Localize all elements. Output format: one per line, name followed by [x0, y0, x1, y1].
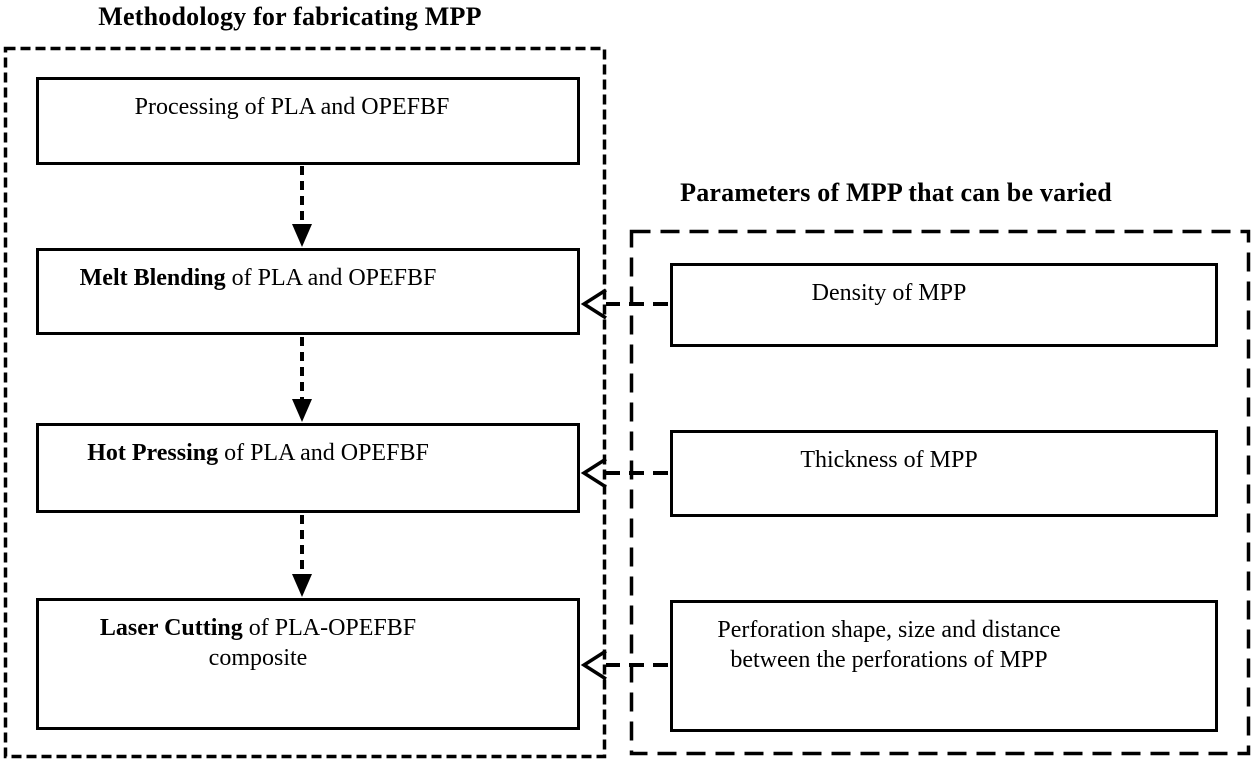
step-hot-pressing-box: Hot Pressing of PLA and OPEFBF	[36, 423, 580, 513]
arrowhead-left-icon	[580, 457, 607, 489]
arrow-processing-to-melt-blending	[292, 166, 312, 247]
step-hot-pressing-label: Hot Pressing of PLA and OPEFBF	[87, 440, 429, 466]
parameter-thickness-label: Thickness of MPP	[800, 447, 978, 473]
arrowhead-left-icon	[580, 288, 607, 320]
parameters-panel-title: Parameters of MPP that can be varied	[680, 178, 1112, 207]
parameter-density-box: Density of MPP	[670, 263, 1218, 347]
parameter-perforation-label: Perforation shape, size and distance bet…	[717, 617, 1061, 673]
parameter-density-label: Density of MPP	[811, 280, 967, 306]
arrow-melt-blending-to-hot-pressing	[292, 337, 312, 422]
arrowhead-down-icon	[292, 224, 312, 247]
arrowhead-down-icon	[292, 399, 312, 422]
step-laser-cutting-label: Laser Cutting of PLA-OPEFBF composite	[39, 601, 577, 673]
arrow-thickness-to-hot-pressing	[580, 457, 668, 489]
step-melt-blending-box: Melt Blending of PLA and OPEFBF	[36, 248, 580, 335]
step-laser-cutting-box: Laser Cutting of PLA-OPEFBF composite	[36, 598, 580, 730]
step-processing-box: Processing of PLA and OPEFBF	[36, 77, 580, 165]
parameters-panel-border	[629, 229, 1251, 756]
parameter-thickness-box: Thickness of MPP	[670, 430, 1218, 517]
methodology-panel-title: Methodology for fabricating MPP	[98, 2, 482, 31]
parameter-perforation-box: Perforation shape, size and distance bet…	[670, 600, 1218, 732]
arrowhead-down-icon	[292, 574, 312, 597]
arrow-hot-pressing-to-laser-cutting	[292, 515, 312, 597]
arrowhead-left-icon	[580, 649, 607, 681]
methodology-panel-border	[3, 46, 607, 759]
step-melt-blending-label: Melt Blending of PLA and OPEFBF	[79, 265, 437, 291]
step-laser-cutting-label-line2: composite	[208, 645, 308, 671]
arrow-perforation-to-laser-cutting	[580, 649, 668, 681]
arrow-density-to-melt-blending	[580, 288, 668, 320]
step-processing-label: Processing of PLA and OPEFBF	[134, 94, 450, 120]
